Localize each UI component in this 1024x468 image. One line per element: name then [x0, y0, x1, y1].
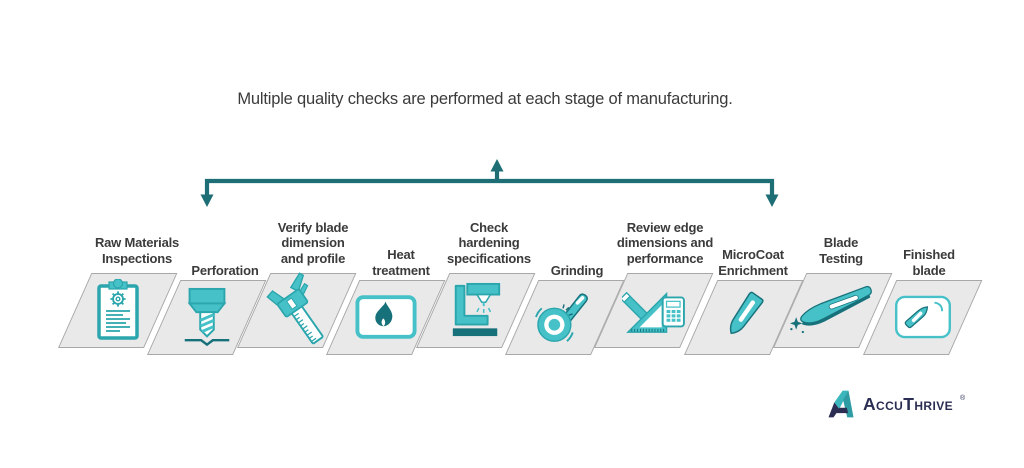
- stage-label: Blade Testing: [819, 235, 863, 266]
- caliper-icon: [252, 272, 342, 346]
- clipboard-icon: [73, 274, 163, 346]
- stage-label: Check hardening specifications: [447, 219, 531, 266]
- grinding-wheel-icon: [520, 281, 610, 353]
- brand-name: AccuThrive: [863, 393, 953, 414]
- coated-blade-icon: [699, 281, 789, 353]
- flame-icon: [341, 281, 431, 353]
- punch-icon: [162, 281, 252, 353]
- stage-label: Review edge dimensions and performance: [616, 219, 714, 266]
- press-icon: [431, 274, 521, 346]
- brand-logo: AccuThrive ®: [826, 388, 965, 420]
- stage-label: Heat treatment: [372, 247, 430, 278]
- stage-label: Grinding: [550, 262, 604, 278]
- stage-label: Raw Materials Inspections: [94, 235, 180, 266]
- stage-label: Verify blade dimension and profile: [277, 219, 349, 266]
- stage-label: Perforation: [191, 262, 259, 278]
- blade-sparkle-icon: [788, 274, 878, 346]
- stage-label: Finished blade: [903, 247, 955, 278]
- boxed-blade-icon: [878, 281, 968, 353]
- measuring-tools-icon: [609, 274, 699, 346]
- page-title: Multiple quality checks are performed at…: [237, 90, 733, 108]
- stage-label: MicroCoat Enrichment: [718, 247, 788, 278]
- registered-mark: ®: [960, 394, 966, 402]
- logo-mark-icon: [828, 390, 854, 418]
